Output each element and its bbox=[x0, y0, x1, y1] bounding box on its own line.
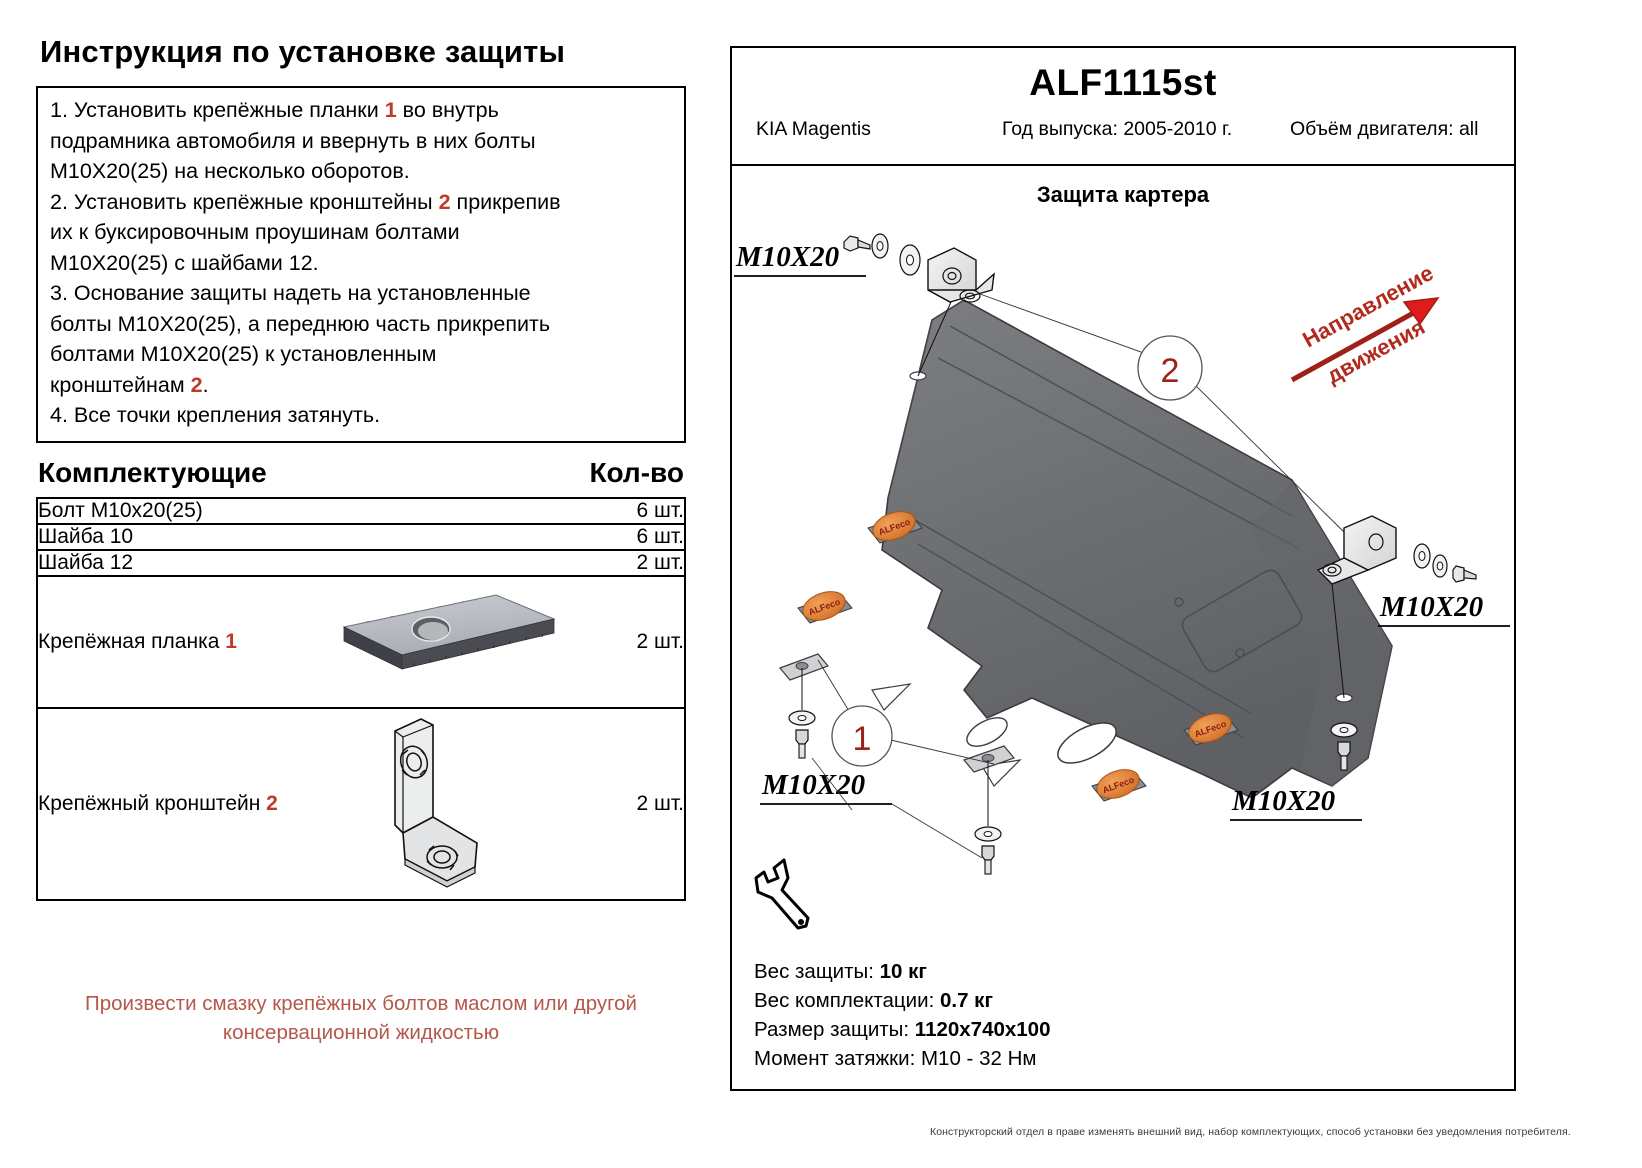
plate-crease-lines bbox=[907, 325, 1299, 739]
callout-1: 1 bbox=[817, 659, 995, 767]
instruction-line: болты M10X20(25), а переднюю часть прикр… bbox=[50, 311, 551, 336]
disclaimer-text: Конструкторский отдел в праве изменять в… bbox=[930, 1126, 1571, 1138]
instruction-line: 4. Все точки крепления затянуть. bbox=[50, 403, 381, 427]
mounting-tabs bbox=[778, 653, 1016, 773]
grease-note-line: консервационной жидкостью bbox=[222, 1020, 500, 1044]
quantity-title: Кол-во bbox=[589, 456, 684, 488]
svg-text:2: 2 bbox=[1161, 352, 1180, 390]
wrench-icon bbox=[754, 856, 814, 939]
component-qty: 2 шт. bbox=[636, 791, 685, 815]
instruction-line: 2. Установить крепёжные кронштейны 2 при… bbox=[50, 189, 561, 214]
instruction-steps-box: 1. Установить крепёжные планки 1 во внут… bbox=[36, 86, 686, 443]
component-qty: 2 шт. bbox=[554, 549, 685, 577]
spec-torque: Момент затяжки: M10 - 32 Нм bbox=[754, 1047, 1037, 1070]
component-name: Крепёжная планка 1 bbox=[37, 575, 296, 709]
bolt-label-bottom-right: M10X20 bbox=[1230, 785, 1362, 821]
ref-marker: 2 bbox=[266, 791, 278, 815]
bracket-top-left bbox=[927, 247, 995, 303]
table-row: Шайба 12 2 шт. bbox=[37, 549, 685, 577]
ref-marker: 1 bbox=[384, 98, 397, 122]
components-table: Болт M10x20(25) 6 шт. Шайба 10 6 шт. Шай… bbox=[36, 496, 686, 901]
instruction-line: кронштейнам 2. bbox=[50, 372, 209, 397]
product-panel: ALF1115st KIA Magentis Год выпуска: 2005… bbox=[730, 46, 1516, 1091]
alfeco-badge: ALFeco bbox=[867, 511, 923, 544]
drain-hole bbox=[1057, 722, 1117, 764]
svg-text:M10X20: M10X20 bbox=[761, 769, 865, 801]
ref-marker: 1 bbox=[225, 629, 237, 653]
product-header: ALF1115st KIA Magentis Год выпуска: 2005… bbox=[732, 48, 1514, 166]
component-qty: 6 шт. bbox=[554, 523, 685, 551]
mounting-bracket-figure bbox=[296, 708, 555, 900]
spec-dimensions: Размер защиты: 1120x740x100 bbox=[754, 1018, 1051, 1041]
spec-weight: Вес защиты: 10 кг bbox=[754, 960, 927, 983]
instruction-line: подрамника автомобиля и ввернуть в них б… bbox=[50, 128, 536, 153]
page-title: Инструкция по установке защиты bbox=[40, 34, 566, 69]
bolt-label-right: M10X20 bbox=[1378, 591, 1510, 627]
alfeco-badge: ALFeco bbox=[1091, 769, 1147, 802]
assembly-diagram: ALFeco ALFeco ALFeco ALFeco bbox=[734, 233, 1510, 875]
instruction-line: болтами M10X20(25) к установленным bbox=[50, 342, 437, 366]
component-name: Болт M10x20(25) bbox=[37, 497, 554, 525]
specifications-list: Вес защиты: 10 кг Вес комплектации: 0.7 … bbox=[754, 957, 1474, 1073]
bolt-label-top-left: M10X20 bbox=[734, 241, 866, 277]
hardware-group-top-left bbox=[843, 233, 1153, 377]
mounting-plate-figure bbox=[295, 575, 556, 709]
ref-marker: 2 bbox=[438, 189, 451, 214]
table-row: Шайба 10 6 шт. bbox=[37, 523, 685, 551]
instruction-line: 1. Установить крепёжные планки 1 во внут… bbox=[50, 98, 499, 122]
table-row: Крепёжная планка 1 bbox=[37, 575, 685, 709]
svg-text:1: 1 bbox=[853, 720, 872, 758]
year-range: Год выпуска: 2005-2010 г. bbox=[1002, 118, 1233, 140]
svg-text:M10X20: M10X20 bbox=[1231, 785, 1335, 817]
skid-plate-drawing: ALFeco ALFeco ALFeco ALFeco bbox=[732, 198, 1514, 938]
skid-plate-body bbox=[881, 299, 1393, 799]
component-name: Шайба 10 bbox=[37, 523, 554, 551]
grease-note-line: Произвести смазку крепёжных болтов масло… bbox=[84, 991, 638, 1015]
component-qty: 6 шт. bbox=[554, 497, 685, 525]
alfeco-badge: ALFeco bbox=[1183, 713, 1239, 746]
instruction-line: их к буксировочным проушинам болтами bbox=[50, 220, 460, 244]
mounting-bracket-icon bbox=[393, 717, 478, 888]
hardware-bottom-left bbox=[788, 668, 1002, 875]
part-type-title: Защита картера bbox=[1036, 182, 1210, 207]
engine-volume: Объём двигателя: all bbox=[1290, 118, 1479, 140]
plate-recess-panel bbox=[1181, 569, 1303, 673]
component-qty: 2 шт. bbox=[554, 575, 685, 709]
component-name: Крепёжный кронштейн 2 bbox=[38, 791, 278, 815]
table-row: Крепёжный кронштейн 2 bbox=[37, 708, 685, 900]
mounting-plate-icon bbox=[341, 593, 556, 670]
table-row: Болт M10x20(25) 6 шт. bbox=[37, 497, 685, 525]
svg-text:M10X20: M10X20 bbox=[1379, 591, 1483, 623]
ref-marker: 2 bbox=[190, 372, 203, 397]
instruction-line: 3. Основание защиты надеть на установлен… bbox=[50, 281, 531, 305]
spec-kit-weight: Вес комплектации: 0.7 кг bbox=[754, 989, 993, 1012]
instruction-line: M10X20(25) на несколько оборотов. bbox=[50, 159, 410, 183]
components-header: Комплектующие Кол-во bbox=[38, 457, 684, 489]
alfeco-badge: ALFeco bbox=[797, 591, 853, 624]
component-name: Шайба 12 bbox=[37, 549, 554, 577]
vehicle-name: KIA Magentis bbox=[756, 118, 871, 140]
instruction-line: M10X20(25) с шайбами 12. bbox=[50, 250, 319, 275]
direction-of-movement: Направление движения bbox=[1290, 260, 1440, 388]
bolt-label-bottom-left: M10X20 bbox=[760, 757, 983, 859]
alignment-arrow bbox=[871, 683, 912, 711]
instruction-panel: Инструкция по установке защиты 1. Устано… bbox=[36, 34, 686, 1094]
grease-note: Произвести смазку крепёжных болтов масло… bbox=[36, 989, 686, 1047]
hardware-bottom-right bbox=[1330, 722, 1358, 771]
callout-2: 2 bbox=[1137, 335, 1349, 537]
components-title: Комплектующие bbox=[38, 456, 267, 488]
svg-text:M10X20: M10X20 bbox=[735, 241, 839, 273]
hardware-group-right bbox=[1316, 515, 1477, 699]
product-code: ALF1115st bbox=[1029, 62, 1217, 103]
